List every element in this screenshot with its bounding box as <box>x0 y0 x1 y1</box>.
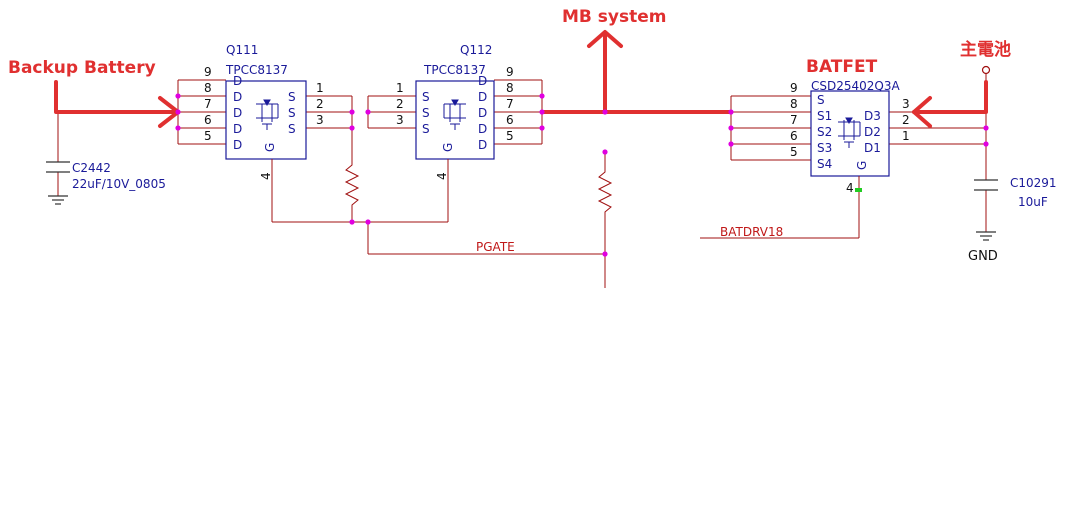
gnd-label: GND <box>968 249 998 264</box>
svg-text:2: 2 <box>902 113 910 127</box>
svg-text:2: 2 <box>396 97 404 111</box>
mosfet-symbols <box>256 99 861 148</box>
batdrv-net-label: BATDRV18 <box>720 225 783 239</box>
svg-text:1: 1 <box>902 129 910 143</box>
svg-text:2: 2 <box>316 97 324 111</box>
svg-text:7: 7 <box>790 113 798 127</box>
c2442-value: 22uF/10V_0805 <box>72 177 166 191</box>
svg-text:1: 1 <box>316 81 324 95</box>
batfet-body <box>810 90 890 177</box>
svg-text:4: 4 <box>435 172 449 180</box>
svg-text:4: 4 <box>259 172 273 180</box>
svg-text:7: 7 <box>204 97 212 111</box>
svg-text:4: 4 <box>846 181 854 195</box>
svg-text:5: 5 <box>790 145 798 159</box>
svg-text:S: S <box>288 122 296 136</box>
capacitors-grounds <box>46 161 998 241</box>
batfet-mosfet-icon <box>838 117 861 148</box>
q111-body <box>225 80 307 160</box>
svg-text:1: 1 <box>396 81 404 95</box>
svg-text:D: D <box>478 106 487 120</box>
q111-part: TPCC8137 <box>225 63 288 77</box>
svg-text:8: 8 <box>506 81 514 95</box>
q111-ref: Q111 <box>226 43 258 57</box>
svg-text:3: 3 <box>396 113 404 127</box>
main-battery-label: 主電池 <box>960 39 1011 60</box>
svg-text:D: D <box>233 106 242 120</box>
batfet-part: CSD25402Q3A <box>811 79 900 93</box>
q112-ref: Q112 <box>460 43 492 57</box>
svg-text:D: D <box>478 74 487 88</box>
svg-text:D2: D2 <box>864 125 881 139</box>
svg-text:S: S <box>817 93 825 107</box>
svg-text:8: 8 <box>790 97 798 111</box>
svg-text:S2: S2 <box>817 125 832 139</box>
batfet-label: BATFET <box>806 57 878 77</box>
svg-text:D3: D3 <box>864 109 881 123</box>
q112-body <box>415 80 495 160</box>
svg-text:S3: S3 <box>817 141 832 155</box>
svg-text:D: D <box>478 138 487 152</box>
component-bodies <box>225 80 890 177</box>
mb-system-label: MB system <box>562 7 666 27</box>
mb-arrow-head <box>587 30 623 48</box>
svg-text:6: 6 <box>204 113 212 127</box>
c10291-ref: C10291 <box>1010 176 1057 190</box>
svg-text:9: 9 <box>204 65 212 79</box>
svg-text:D1: D1 <box>864 141 881 155</box>
q112-part: TPCC8137 <box>423 63 486 77</box>
svg-text:9: 9 <box>506 65 514 79</box>
svg-text:S4: S4 <box>817 157 832 171</box>
backup-battery-label: Backup Battery <box>8 58 156 78</box>
svg-text:S: S <box>288 90 296 104</box>
svg-text:S: S <box>422 122 430 136</box>
main-battery-terminal <box>981 65 991 75</box>
svg-text:6: 6 <box>790 129 798 143</box>
svg-text:D: D <box>233 74 242 88</box>
batfet-pins: 9 8 7 6 5 3 2 1 4 S S1 S2 S3 S4 D3 D2 D1… <box>790 81 910 195</box>
q112-pins: 1 2 3 9 8 7 6 5 4 S S S D D D D D G <box>396 65 514 180</box>
annotation-arrows <box>54 30 988 128</box>
svg-text:6: 6 <box>506 113 514 127</box>
junction-dots <box>175 93 989 257</box>
svg-text:9: 9 <box>790 81 798 95</box>
pgate-net-label: PGATE <box>476 240 515 254</box>
svg-text:G: G <box>263 143 277 152</box>
svg-text:5: 5 <box>204 129 212 143</box>
svg-text:5: 5 <box>506 129 514 143</box>
svg-text:D: D <box>233 90 242 104</box>
main-battery-arrow-head <box>912 96 932 128</box>
svg-text:S: S <box>422 90 430 104</box>
wires <box>57 74 987 288</box>
q112-mosfet-icon <box>443 99 466 130</box>
svg-text:G: G <box>441 143 455 152</box>
svg-text:G: G <box>855 161 869 170</box>
svg-text:D: D <box>233 122 242 136</box>
svg-text:D: D <box>478 90 487 104</box>
backup-battery-path <box>54 80 180 114</box>
q111-pins: 9 8 7 6 5 1 2 3 4 D D D D D S S S G <box>204 65 324 180</box>
svg-text:3: 3 <box>902 97 910 111</box>
svg-text:S: S <box>422 106 430 120</box>
svg-text:3: 3 <box>316 113 324 127</box>
svg-text:7: 7 <box>506 97 514 111</box>
svg-text:S: S <box>288 106 296 120</box>
c10291-value: 10uF <box>1018 195 1048 209</box>
c2442-ref: C2442 <box>72 161 111 175</box>
gate-stubs <box>271 159 860 196</box>
svg-text:D: D <box>233 138 242 152</box>
q111-mosfet-icon <box>256 99 279 130</box>
main-battery-path <box>912 80 988 114</box>
svg-text:D: D <box>478 122 487 136</box>
svg-text:8: 8 <box>204 81 212 95</box>
svg-text:S1: S1 <box>817 109 832 123</box>
